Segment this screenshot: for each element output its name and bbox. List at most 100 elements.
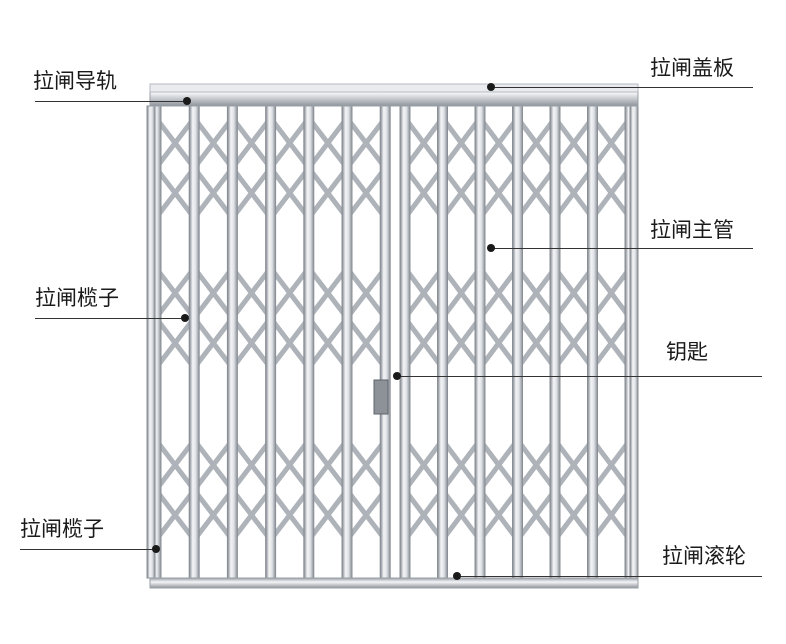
lattice-bar — [514, 436, 559, 494]
lattice-bar — [267, 314, 313, 372]
lattice-bar — [228, 436, 275, 494]
lattice-bar — [228, 314, 275, 372]
leader-roller — [457, 576, 762, 577]
gate-edge-post — [146, 105, 156, 579]
lattice-bar — [152, 164, 198, 222]
lattice-bar — [401, 436, 446, 494]
lattice-bar — [476, 436, 521, 494]
leader-cover — [491, 87, 753, 88]
lattice-bar — [589, 486, 634, 544]
lattice-bar — [551, 164, 596, 222]
lattice-bar — [476, 486, 521, 544]
lattice-bar — [305, 264, 351, 322]
lattice-bar — [152, 436, 198, 494]
gate-tube — [587, 105, 598, 579]
pointer-cover — [487, 83, 495, 91]
gate-tube — [474, 105, 486, 579]
lattice-bar — [589, 436, 634, 494]
lattice-bar — [439, 314, 484, 372]
lattice-bar — [589, 264, 634, 322]
lattice-group — [152, 114, 634, 544]
lattice-bar — [190, 436, 236, 494]
pointer-lattice-1 — [181, 314, 189, 322]
gate-edge-post — [629, 105, 639, 579]
lattice-bar — [514, 486, 559, 544]
lattice-bar — [343, 164, 389, 222]
lock-box — [373, 379, 389, 415]
leader-lattice-2 — [20, 549, 156, 550]
lattice-bar — [267, 164, 313, 222]
lattice-bar — [439, 436, 484, 494]
lattice-bar — [439, 486, 484, 544]
lattice-bar — [401, 314, 446, 372]
lattice-bar — [589, 164, 634, 222]
gate-tube — [549, 105, 561, 579]
gate-tube — [341, 105, 353, 579]
lattice-bar — [401, 114, 446, 172]
lattice-bar — [267, 114, 313, 172]
label-lattice-2: 拉闸榄子 — [20, 517, 104, 541]
lattice-bar — [267, 436, 313, 494]
lattice-bar — [514, 264, 559, 322]
lattice-bar — [228, 264, 275, 322]
lattice-bar — [476, 314, 521, 372]
lattice-bar — [476, 114, 521, 172]
leader-lattice-1 — [35, 318, 185, 319]
lattice-bar — [305, 314, 351, 372]
lattice-bar — [589, 314, 634, 372]
gate-tube — [437, 105, 448, 579]
gate-tube — [512, 105, 523, 579]
label-cover: 拉闸盖板 — [650, 56, 734, 80]
lattice-bar — [439, 114, 484, 172]
lattice-bar — [343, 114, 389, 172]
lattice-bar — [152, 314, 198, 372]
lattice-bar — [343, 436, 389, 494]
lattice-bar — [152, 114, 198, 172]
lattice-bar — [343, 486, 389, 544]
lattice-bar — [514, 164, 559, 222]
leader-rail — [35, 101, 187, 102]
lattice-bar — [476, 164, 521, 222]
lattice-bar — [228, 114, 275, 172]
lattice-bar — [190, 164, 236, 222]
lattice-bar — [228, 164, 275, 222]
gate-tube — [265, 105, 277, 579]
lattice-bar — [267, 264, 313, 322]
label-rail: 拉闸导轨 — [33, 69, 117, 93]
lattice-bar — [190, 114, 236, 172]
gate-tube — [188, 105, 200, 579]
lattice-bar — [551, 264, 596, 322]
lattice-bar — [439, 164, 484, 222]
gate-tube — [303, 105, 315, 579]
gate-tube — [399, 105, 411, 579]
lattice-bar — [305, 436, 351, 494]
lattice-bar — [476, 264, 521, 322]
lattice-bar — [514, 114, 559, 172]
lattice-bar — [305, 486, 351, 544]
lattice-bar — [589, 114, 634, 172]
leader-main-tube — [491, 248, 753, 249]
lattice-bar — [343, 264, 389, 322]
label-main-tube: 拉闸主管 — [650, 218, 734, 242]
pointer-key — [393, 372, 401, 380]
lattice-bar — [551, 114, 596, 172]
pointer-rail — [183, 97, 191, 105]
label-lattice-1: 拉闸榄子 — [35, 286, 119, 310]
lattice-bar — [401, 486, 446, 544]
lattice-bar — [439, 264, 484, 322]
lattice-bar — [401, 164, 446, 222]
lattice-bar — [190, 486, 236, 544]
lattice-bar — [305, 114, 351, 172]
lattice-bar — [514, 314, 559, 372]
lattice-bar — [551, 486, 596, 544]
label-roller: 拉闸滚轮 — [662, 544, 746, 568]
pointer-main-tube — [487, 244, 495, 252]
bottom-rail — [149, 577, 639, 589]
lattice-bar — [305, 164, 351, 222]
pointer-roller — [453, 572, 461, 580]
lattice-bar — [190, 264, 236, 322]
leader-key — [397, 376, 762, 377]
lattice-bar — [401, 264, 446, 322]
